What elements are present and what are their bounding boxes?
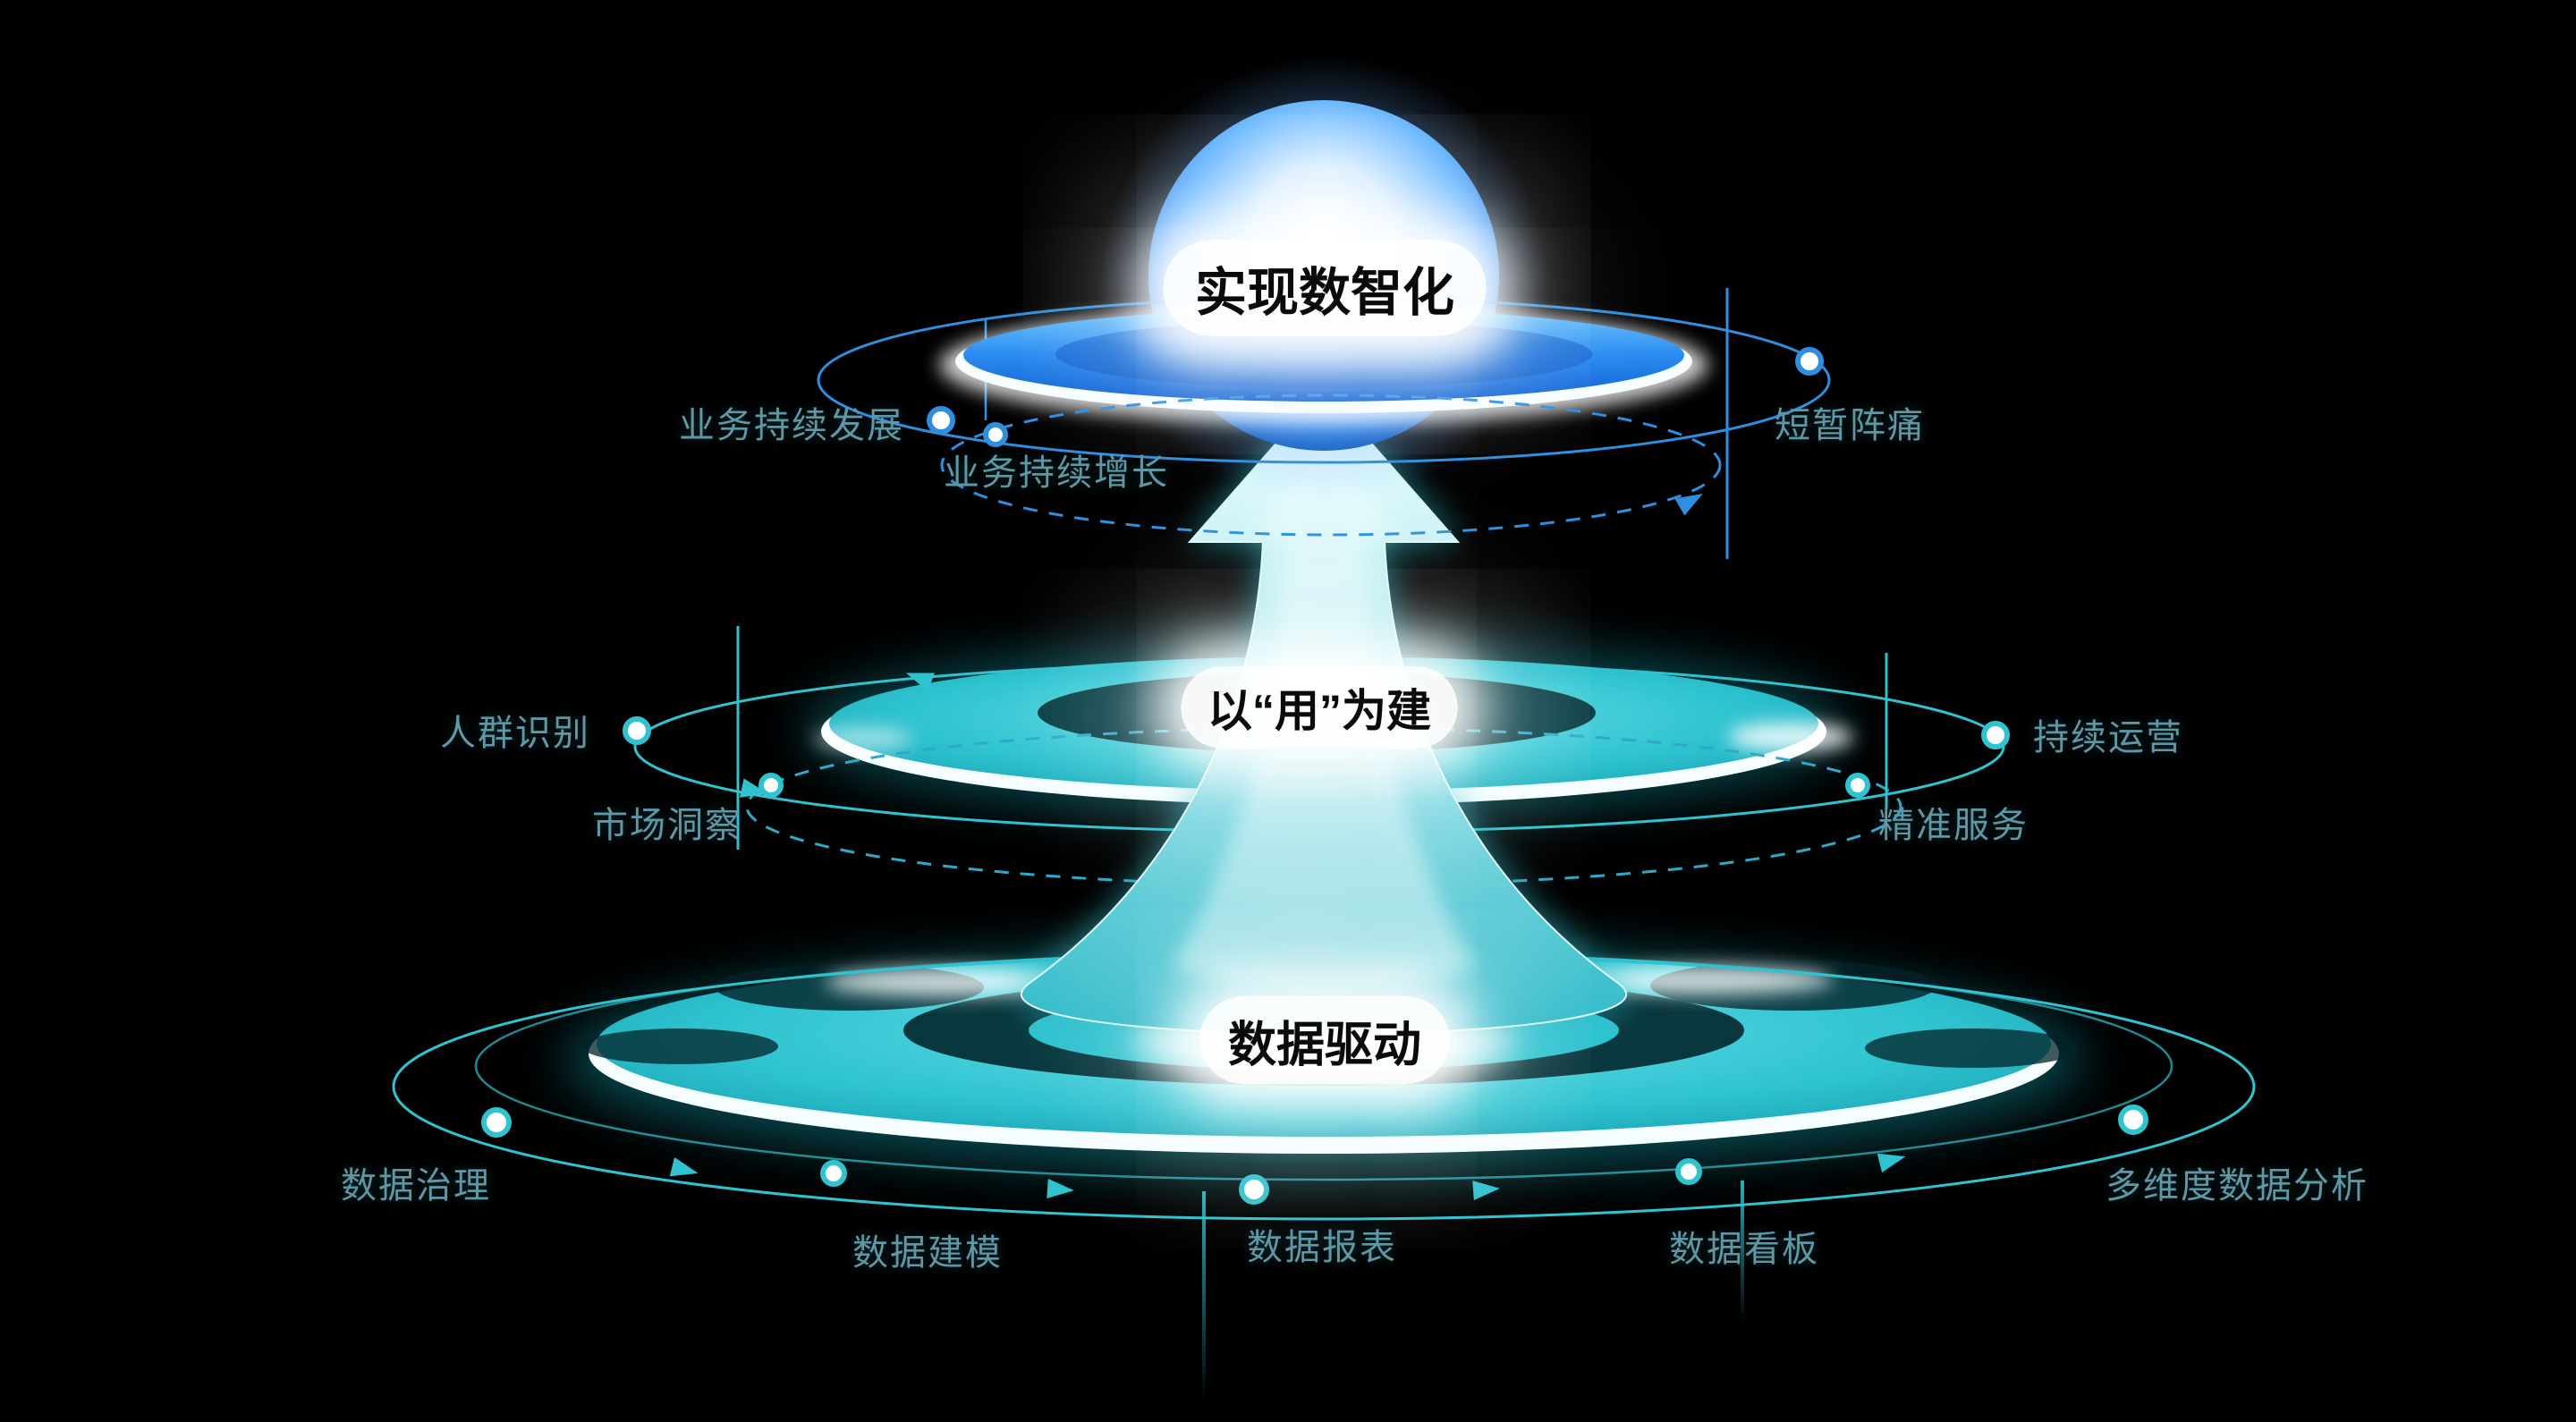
orbit-node [1239, 1174, 1269, 1205]
label-continuous-operation: 持续运营 [2033, 718, 2183, 758]
white-streak [1565, 966, 1834, 995]
orbit-node [2118, 1105, 2148, 1135]
label-business-continuous-development: 业务持续发展 [679, 406, 904, 445]
label-data-governance: 数据治理 [341, 1166, 491, 1206]
white-streak [1728, 723, 1853, 751]
title-digital-intelligence: 实现数智化 [1162, 240, 1487, 336]
orbit-node [1981, 721, 2010, 749]
label-data-report: 数据报表 [1247, 1228, 1397, 1267]
orbit-arrow-icon [905, 673, 935, 692]
terrain-blob [581, 1028, 778, 1064]
connector-line [1202, 1191, 1206, 1401]
title-data-driven: 数据驱动 [1199, 995, 1450, 1085]
label-business-continuous-growth: 业务持续增长 [944, 453, 1169, 493]
dashed-arrow-icon [1674, 494, 1703, 516]
connector-line [1741, 1181, 1744, 1324]
label-data-dashboard: 数据看板 [1669, 1230, 1819, 1269]
label-short-term-pain: 短暂阵痛 [1775, 406, 1925, 445]
orbit-node [481, 1107, 512, 1138]
title-build-for-use: 以“用”为建 [1181, 666, 1458, 749]
label-multidim-data-analysis: 多维度数据分析 [2106, 1166, 2368, 1206]
terrain-blob [1865, 1028, 2080, 1068]
label-data-modeling: 数据建模 [852, 1233, 1003, 1273]
orbit-node [820, 1160, 847, 1187]
orbit-node [623, 716, 651, 745]
orbit-node [1795, 347, 1824, 376]
orbit-node [758, 773, 784, 798]
orbit-node [1845, 773, 1870, 798]
white-streak [825, 968, 1075, 996]
orbit-node [927, 406, 955, 435]
top-orbit-dashed [940, 394, 1722, 537]
label-market-insight: 市场洞察 [592, 806, 742, 845]
white-streak [814, 727, 912, 750]
label-precise-service: 精准服务 [1878, 806, 2029, 845]
orbit-node [983, 422, 1008, 447]
orbit-arrow-icon [1877, 1153, 1906, 1173]
orbit-node [1675, 1158, 1702, 1185]
orbit-arrow-icon [1472, 1181, 1500, 1200]
orbit-arrow-icon [740, 778, 768, 798]
orbit-arrow-icon [1046, 1179, 1074, 1198]
label-crowd-identification: 人群识别 [440, 714, 590, 753]
orbit-arrow-icon [669, 1156, 699, 1177]
